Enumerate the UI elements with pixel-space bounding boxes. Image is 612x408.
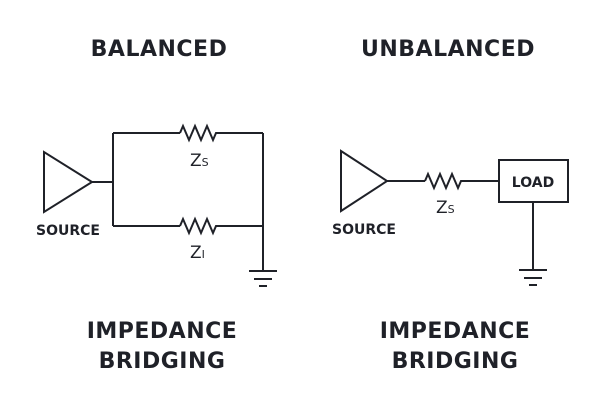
unbalanced-resistor bbox=[424, 171, 463, 191]
balanced-bottom-resistor bbox=[179, 216, 218, 236]
balanced-top-resistor bbox=[179, 123, 218, 143]
unbalanced-source-triangle bbox=[340, 149, 389, 213]
balanced-source-triangle bbox=[43, 150, 94, 214]
balanced-caption-line2: BRIDGING bbox=[99, 349, 226, 374]
unbalanced-load-label: LOAD bbox=[512, 175, 554, 191]
unbalanced-title: UNBALANCED bbox=[361, 37, 535, 62]
unbalanced-caption-line2: BRIDGING bbox=[392, 349, 519, 374]
balanced-top-resistor-label: ZS bbox=[190, 151, 209, 171]
balanced-bottom-resistor-label: ZI bbox=[190, 243, 205, 263]
balanced-ground-symbol bbox=[249, 270, 277, 287]
unbalanced-source-label: SOURCE bbox=[332, 222, 396, 238]
unbalanced-resistor-label: ZS bbox=[436, 198, 455, 218]
balanced-title: BALANCED bbox=[91, 37, 228, 62]
balanced-caption-line1: IMPEDANCE bbox=[87, 319, 238, 344]
unbalanced-caption-line1: IMPEDANCE bbox=[380, 319, 531, 344]
unbalanced-ground-symbol bbox=[519, 269, 547, 286]
balanced-source-label: SOURCE bbox=[36, 223, 100, 239]
